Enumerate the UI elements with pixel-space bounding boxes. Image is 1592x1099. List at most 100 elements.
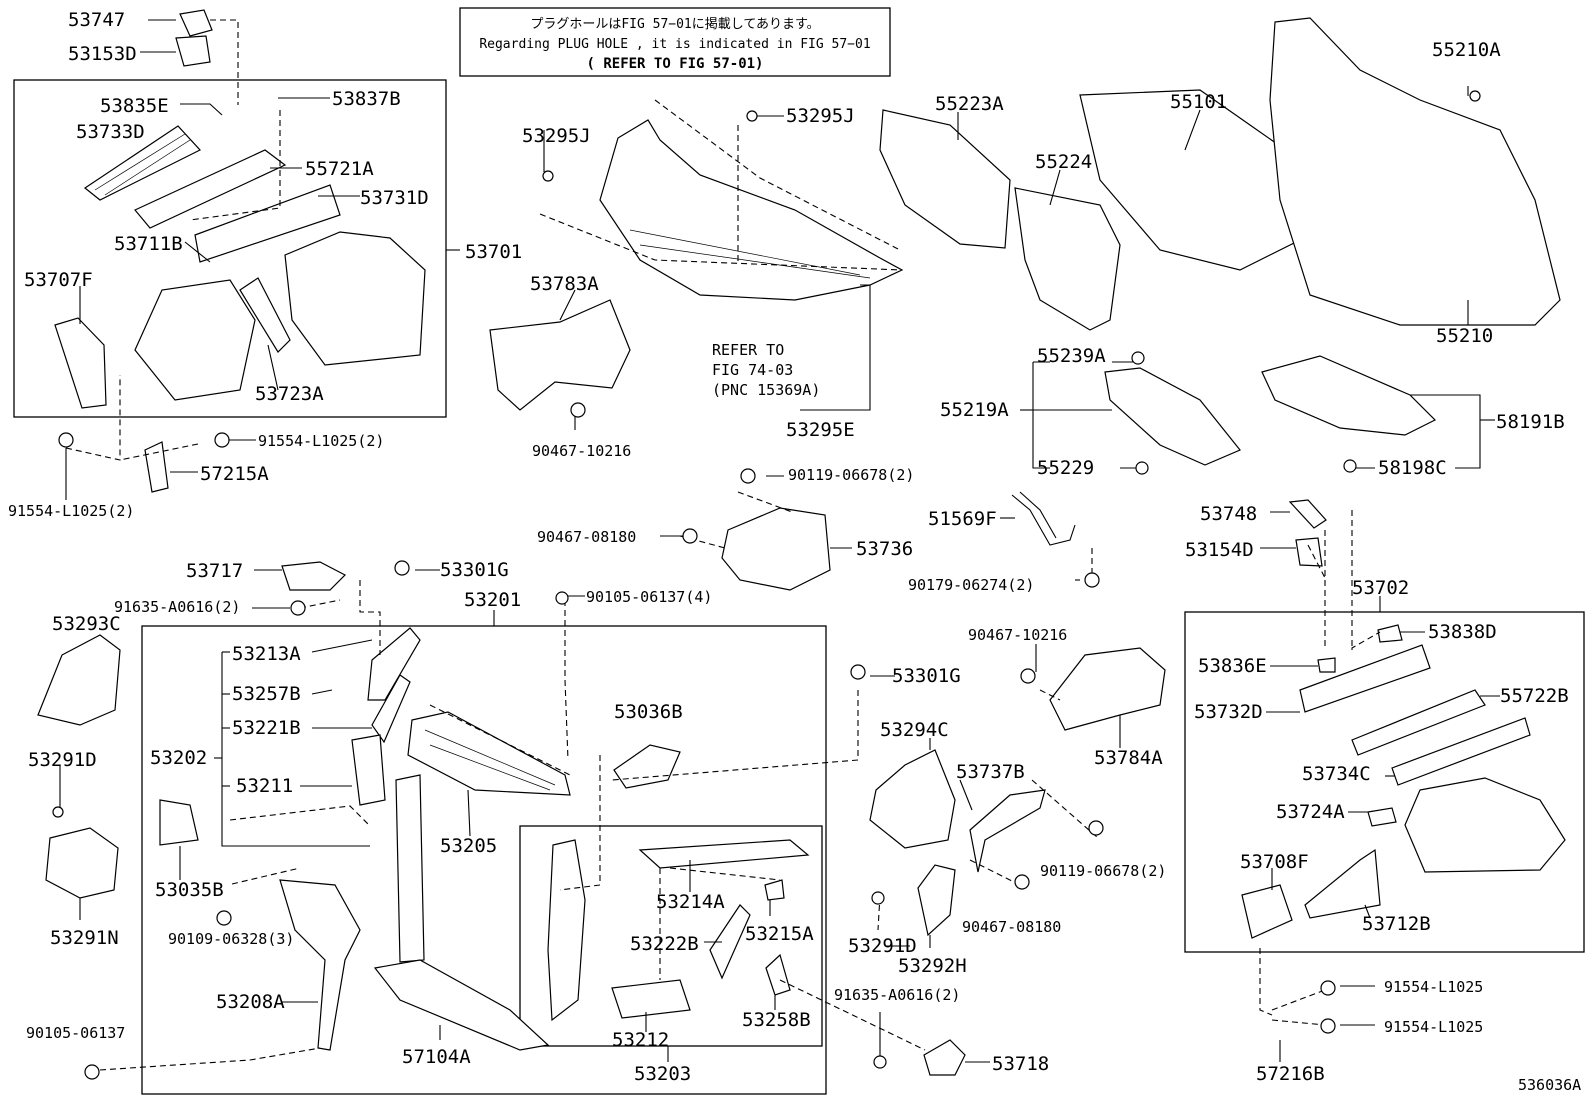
label-53221B: 53221B xyxy=(232,717,301,739)
bolt-icon xyxy=(1088,820,1104,836)
label-53301G-right: 53301G xyxy=(892,665,961,687)
label-90109-06328: 90109-06328(3) xyxy=(168,930,294,948)
label-51569F: 51569F xyxy=(928,508,997,530)
bolt-icon xyxy=(290,600,306,616)
label-91554-L1025-lower-right: 91554-L1025 xyxy=(1384,1018,1483,1036)
label-55223A: 55223A xyxy=(935,93,1004,115)
bolt-icon xyxy=(555,591,569,605)
label-53835E: 53835E xyxy=(100,95,169,117)
label-55229: 55229 xyxy=(1037,457,1094,479)
label-53733D: 53733D xyxy=(76,121,145,143)
label-55722B: 55722B xyxy=(1500,685,1569,707)
label-53213A: 53213A xyxy=(232,643,301,665)
group-box-53203 xyxy=(519,825,823,1047)
part-shapes xyxy=(37,9,1566,1076)
note-line-en: Regarding PLUG HOLE , it is indicated in… xyxy=(479,37,870,52)
label-53784A: 53784A xyxy=(1094,747,1163,769)
label-53202: 53202 xyxy=(150,747,207,769)
label-53208A: 53208A xyxy=(216,991,285,1013)
bolt-icon xyxy=(58,432,74,448)
label-58198C: 58198C xyxy=(1378,457,1447,479)
label-53293C: 53293C xyxy=(52,613,121,635)
label-90467-08180-lower: 90467-08180 xyxy=(962,918,1061,936)
bolt-icon xyxy=(1084,572,1100,588)
label-91635-A0616-right: 91635-A0616(2) xyxy=(834,986,960,1004)
label-53838D: 53838D xyxy=(1428,621,1497,643)
label-91635-A0616-left: 91635-A0616(2) xyxy=(114,598,240,616)
label-90179-06274: 90179-06274(2) xyxy=(908,576,1034,594)
clip-icon xyxy=(1131,351,1145,365)
diagram-id: 536036A xyxy=(1518,1076,1581,1094)
label-53295E: 53295E xyxy=(786,419,855,441)
bolt-icon xyxy=(214,432,230,448)
label-55224: 55224 xyxy=(1035,151,1092,173)
group-box-53702 xyxy=(1184,611,1585,953)
spring-nut-icon xyxy=(394,560,410,576)
bolt-icon xyxy=(1320,980,1336,996)
label-55239A: 55239A xyxy=(1037,345,1106,367)
label-57216B: 57216B xyxy=(1256,1063,1325,1085)
label-53294C: 53294C xyxy=(880,719,949,741)
label-91554-L1025-lower: 91554-L1025(2) xyxy=(8,502,134,520)
label-53724A: 53724A xyxy=(1276,801,1345,823)
label-53783A: 53783A xyxy=(530,273,599,295)
label-53707F: 53707F xyxy=(24,269,93,291)
bolt-icon xyxy=(740,468,756,484)
label-53702: 53702 xyxy=(1352,577,1409,599)
label-55721A: 55721A xyxy=(305,158,374,180)
label-53718: 53718 xyxy=(992,1053,1049,1075)
bolt-icon xyxy=(1320,1018,1336,1034)
note-line-ref: ( REFER TO FIG 57-01) xyxy=(586,56,763,72)
label-53291D-right: 53291D xyxy=(848,935,917,957)
label-90105-06137: 90105-06137 xyxy=(26,1024,125,1042)
label-53222B: 53222B xyxy=(630,933,699,955)
label-53215A: 53215A xyxy=(745,923,814,945)
label-53203: 53203 xyxy=(634,1063,691,1085)
bolt-icon xyxy=(1014,874,1030,890)
bolt-icon xyxy=(682,528,698,544)
clip-icon xyxy=(1343,459,1357,473)
group-box-53201 xyxy=(141,625,827,1095)
fastener-icons xyxy=(52,90,1481,1080)
bolt-icon xyxy=(1020,668,1036,684)
label-57215A: 57215A xyxy=(200,463,269,485)
bolt-icon xyxy=(84,1064,100,1080)
label-53257B: 53257B xyxy=(232,683,301,705)
clip-icon xyxy=(1135,461,1149,475)
label-53837B: 53837B xyxy=(332,88,401,110)
bolt-icon xyxy=(873,1055,887,1069)
spring-nut-icon xyxy=(850,664,866,680)
label-53723A: 53723A xyxy=(255,383,324,405)
clip-icon xyxy=(871,891,885,905)
part-labels: 53747 53153D 53835E 53837B 53733D 55721A… xyxy=(8,9,1581,1094)
label-55219A: 55219A xyxy=(940,399,1009,421)
label-53214A: 53214A xyxy=(656,891,725,913)
refer-note: REFER TO FIG 74-03 (PNC 15369A) xyxy=(712,341,820,399)
label-53701: 53701 xyxy=(465,241,522,263)
label-55210: 55210 xyxy=(1436,325,1493,347)
plug-hole-note: プラグホールはFIG 57−01に掲載してあります。 Regarding PLU… xyxy=(459,7,891,77)
label-53711B: 53711B xyxy=(114,233,183,255)
label-53836E: 53836E xyxy=(1198,655,1267,677)
bolt-icon xyxy=(1469,90,1481,102)
label-53295J-left: 53295J xyxy=(522,125,591,147)
clip-icon xyxy=(52,806,64,818)
label-53732D: 53732D xyxy=(1194,701,1263,723)
label-53153D: 53153D xyxy=(68,43,137,65)
label-53748: 53748 xyxy=(1200,503,1257,525)
label-53295J-right: 53295J xyxy=(786,105,855,127)
label-53737B: 53737B xyxy=(956,761,1025,783)
bolt-icon xyxy=(570,402,586,418)
label-91554-L1025-upper: 91554-L1025(2) xyxy=(258,432,384,450)
label-53291N: 53291N xyxy=(50,927,119,949)
label-53154D: 53154D xyxy=(1185,539,1254,561)
label-53708F: 53708F xyxy=(1240,851,1309,873)
label-53712B: 53712B xyxy=(1362,913,1431,935)
label-90467-10216-right: 90467-10216 xyxy=(968,626,1067,644)
label-90119-06678-upper: 90119-06678(2) xyxy=(788,466,914,484)
group-box-53701 xyxy=(13,79,447,418)
label-57104A: 57104A xyxy=(402,1046,471,1068)
label-53211: 53211 xyxy=(236,775,293,797)
label-58191B: 58191B xyxy=(1496,411,1565,433)
